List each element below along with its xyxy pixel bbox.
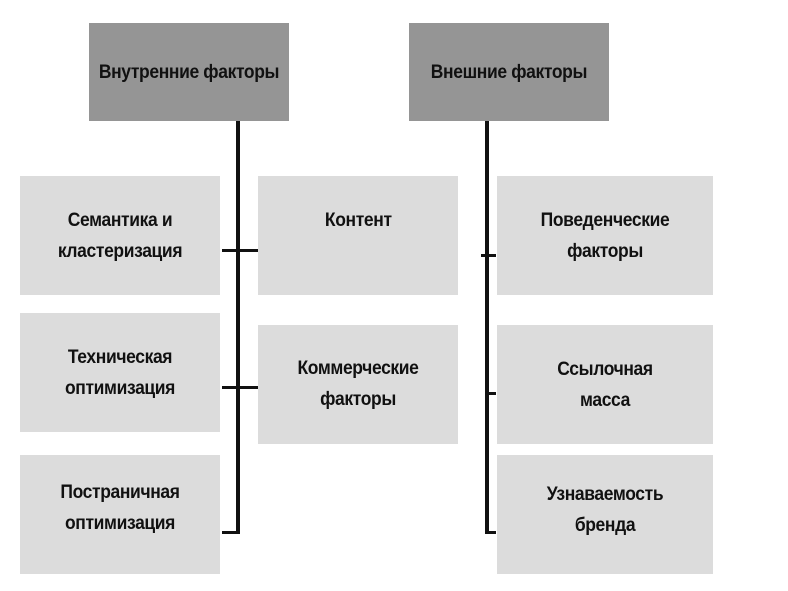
item-link-mass: Ссылочная масса (497, 325, 713, 444)
item-behavioral-factors: Поведенческие факторы (497, 176, 713, 295)
item-label: Техническая оптимизация (64, 346, 176, 399)
internal-trunk-line (236, 121, 240, 534)
item-label: Постраничная оптимизация (60, 482, 180, 534)
connector (481, 254, 496, 257)
item-label: Поведенческие факторы (540, 209, 670, 262)
header-label: Внутренние факторы (98, 61, 280, 83)
internal-factors-header: Внутренние факторы (89, 23, 289, 121)
item-brand-awareness: Узнаваемость бренда (497, 455, 713, 574)
external-factors-header: Внешние факторы (409, 23, 609, 121)
item-label: Семантика и кластеризация (57, 209, 183, 262)
item-label: Контент (324, 210, 392, 231)
connector (222, 386, 258, 389)
item-semantics: Семантика и кластеризация (20, 176, 220, 295)
header-label: Внешние факторы (430, 61, 588, 83)
item-commercial-factors: Коммерческие факторы (258, 325, 458, 444)
item-content: Контент (258, 176, 458, 295)
connector (222, 531, 240, 534)
item-label: Ссылочная масса (557, 358, 653, 411)
item-technical-optimization: Техническая оптимизация (20, 313, 220, 432)
item-label: Узнаваемость бренда (546, 484, 664, 536)
connector (485, 392, 496, 395)
connector (222, 249, 258, 252)
item-page-optimization: Постраничная оптимизация (20, 455, 220, 574)
item-label: Коммерческие факторы (297, 358, 419, 410)
external-trunk-line (485, 121, 489, 534)
connector (485, 531, 496, 534)
